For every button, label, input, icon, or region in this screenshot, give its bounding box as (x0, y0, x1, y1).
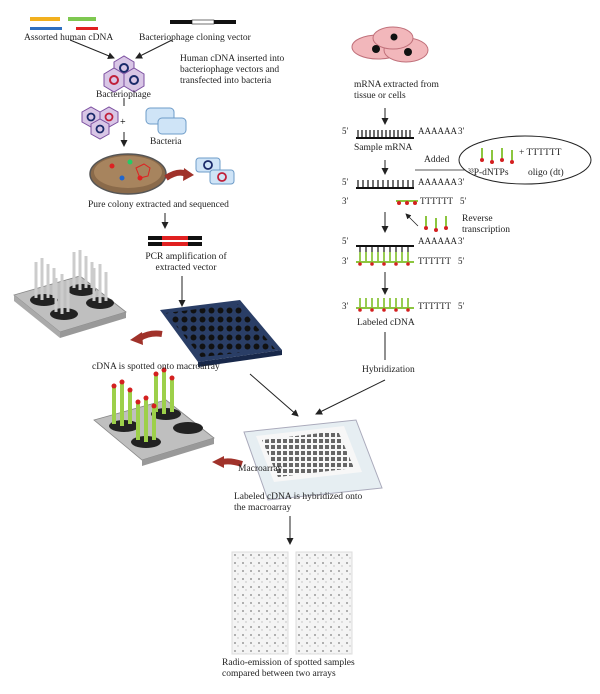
labeled-polyt: TTTTTT (418, 301, 451, 311)
reverse-transcription-label: Reverse transcription (462, 214, 511, 235)
primer-polyt: TTTTTT (420, 196, 453, 206)
mrna-extracted-label: mRNA extracted from tissue or cells (354, 80, 439, 101)
hybridized-label: Labeled cDNA is hybridized onto the macr… (234, 492, 363, 513)
phage-group-icon (81, 106, 119, 140)
insert-description: Human cDNA inserted into bacteriophage v… (180, 54, 285, 86)
pure-colony-label: Pure colony extracted and sequenced (88, 200, 229, 210)
labeled-cdna-strand (356, 298, 414, 312)
arrow-petri-to-colony (164, 169, 188, 181)
result-array-left (231, 551, 289, 655)
loaded-pin-tool-icon (93, 367, 215, 466)
arrow-cdna-to-phage (69, 39, 115, 59)
hybrid-5prime: 5′ (342, 177, 349, 187)
cloning-vector-label: Bacteriophage cloning vector (139, 33, 251, 43)
pin-tool-icon (13, 250, 127, 338)
cells-icon (351, 26, 429, 63)
plus-sign: + (120, 117, 126, 128)
rt-dntp-icons (425, 216, 447, 228)
hybrid-3prime: 3′ (458, 177, 465, 187)
spotted-label: cDNA is spotted onto macroarray (92, 362, 220, 372)
arrow-plate-to-pins (138, 330, 163, 341)
bacteriophage-label: Bacteriophage (96, 90, 151, 100)
macroarray-slide-icon (243, 419, 383, 501)
cloning-vector-icon (170, 19, 236, 25)
duplex-5prime-bottom: 5′ (458, 256, 465, 266)
arrow-hybridization-to-macroarray (315, 379, 386, 415)
result-array-right (295, 551, 353, 655)
plus-tttttt-label: + TTTTTT (519, 148, 562, 158)
arrow-vector-to-phage (135, 39, 173, 59)
dntp-icons (481, 148, 513, 160)
duplex-polya: AAAAAA (418, 236, 457, 246)
radio-emission-label: Radio-emission of spotted samples compar… (222, 658, 355, 679)
duplex-3prime: 3′ (458, 236, 465, 246)
bacteria-label: Bacteria (150, 137, 182, 147)
mrna-primer-strand (356, 180, 418, 205)
oligo-label: oligo (dt) (528, 168, 564, 178)
cdna-fragments-icon (30, 17, 98, 30)
rt-connector-arrow (405, 213, 419, 227)
sample-mrna-label: Sample mRNA (354, 143, 413, 153)
arrow-to-macroarray-left (249, 373, 299, 417)
pcr-vector-icon (148, 236, 202, 246)
hybrid-polya: AAAAAA (418, 177, 457, 187)
reagent-oval (458, 135, 592, 185)
pcr-label: PCR amplification of extracted vector (145, 252, 227, 273)
duplex-5prime: 5′ (342, 236, 349, 246)
petri-dish-icon (89, 153, 167, 195)
duplex-3prime-bottom: 3′ (342, 256, 349, 266)
sample-mrna-strand (356, 130, 414, 139)
colony-cells-icon (195, 157, 235, 185)
primer-5prime: 5′ (460, 196, 467, 206)
duplex-polyt: TTTTTT (418, 256, 451, 266)
labeled-3prime: 3′ (342, 301, 349, 311)
duplex-strand (356, 245, 414, 266)
macroarray-label: Macroarray (238, 464, 283, 474)
dntps-label: ³³P-dNTPs (468, 168, 509, 178)
added-label: Added (424, 155, 450, 165)
bacteriophage-icon (103, 55, 145, 93)
labeled-cdna-label: Labeled cDNA (357, 318, 415, 328)
bacteria-icon (145, 107, 187, 135)
labeled-5prime: 5′ (458, 301, 465, 311)
assorted-cdna-label: Assorted human cDNA (24, 33, 114, 43)
primer-3prime: 3′ (342, 196, 349, 206)
mrna-5prime: 5′ (342, 126, 349, 136)
mrna-polya: AAAAAA (418, 126, 457, 136)
mrna-3prime: 3′ (458, 126, 465, 136)
well-plate-icon (160, 300, 282, 367)
hybridization-label: Hybridization (362, 365, 415, 375)
